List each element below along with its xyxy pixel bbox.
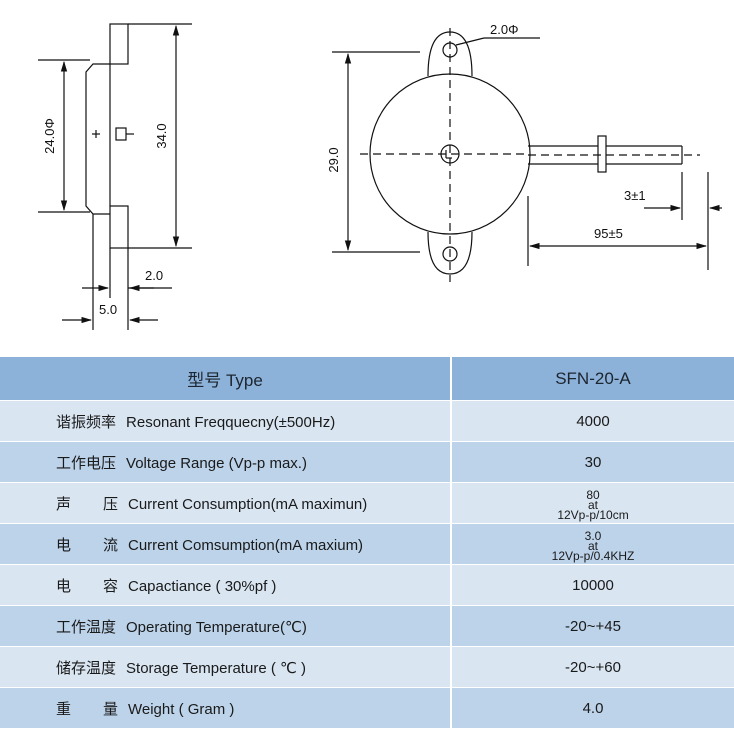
side-view: [38, 23, 192, 330]
front-view: [332, 28, 722, 282]
row-label-cn-a: 电: [56, 536, 72, 554]
side-dim-total-label: 34.0: [154, 123, 169, 148]
row-label-cn-b: 量: [102, 700, 118, 718]
row-value: 30: [451, 441, 734, 483]
row-label-cn-a: 重: [56, 700, 72, 718]
technical-drawing: 24.0Φ 34.0 2.0 5.0: [38, 22, 722, 330]
front-dim-hole-label: 2.0Φ: [490, 22, 518, 37]
row-label-en: Current Consumption(mA maximun): [128, 495, 368, 513]
row-value-mid: at: [587, 539, 598, 553]
row-label-en: Operating Temperature(℃): [126, 618, 307, 636]
table-header-row: 型号 Type SFN-20-A: [0, 357, 734, 401]
front-dim-strip-label: 3±1: [624, 188, 646, 203]
row-value-top: 80: [586, 488, 600, 502]
row-value: 3.0 at 12Vp-p/0.4KHZ: [451, 523, 734, 565]
side-dim-height-label: 24.0Φ: [42, 118, 57, 154]
row-label-cn: 电流: [56, 534, 118, 555]
header-type: 型号 Type: [0, 357, 452, 401]
front-dim-body-label: 29.0: [326, 147, 341, 172]
row-label-cn-a: 声: [56, 495, 72, 513]
row-label-cn-b: 流: [102, 536, 118, 554]
row-value: -20~+60: [451, 646, 734, 688]
row-label-en: Weight ( Gram ): [128, 700, 235, 718]
row-label-cn: 工作温度: [56, 618, 117, 636]
row-value-mid: at: [587, 498, 598, 512]
header-model: SFN-20-A: [451, 357, 734, 401]
row-value: 10000: [451, 564, 734, 606]
row-label-en: Resonant Freqquecny(±500Hz): [126, 413, 336, 431]
table-row: 工作电压 Voltage Range (Vp-p max.) 30: [0, 441, 734, 483]
row-label-en: Voltage Range (Vp-p max.): [126, 454, 307, 472]
row-value: 4.0: [451, 687, 734, 729]
row-label-cn: 储存温度: [56, 659, 117, 677]
row-label-en: Capactiance ( 30%pf ): [128, 577, 277, 595]
header-type-cn: 型号: [187, 371, 222, 390]
row-label-cn: 重量: [56, 698, 118, 719]
row-label-cn: 工作电压: [56, 454, 117, 472]
row-value: -20~+45: [451, 605, 734, 647]
table-row: 工作温度 Operating Temperature(℃) -20~+45: [0, 605, 734, 647]
row-label-en: Storage Temperature ( ℃ ): [126, 659, 306, 677]
row-label-cn-b: 压: [102, 495, 118, 513]
table-row: 储存温度 Storage Temperature ( ℃ ) -20~+60: [0, 646, 734, 688]
side-dim-pin-label: 2.0: [145, 268, 163, 283]
row-value-bottom: 12Vp-p/10cm: [557, 508, 629, 522]
row-value: 4000: [451, 400, 734, 442]
header-type-en: Type: [225, 371, 263, 390]
row-label-en: Current Comsumption(mA maxium): [128, 536, 364, 554]
row-label-cn: 声压: [56, 493, 118, 514]
row-label-cn: 电容: [56, 575, 118, 596]
spec-table: 型号 Type SFN-20-A 谐振频率 Resonant Freqquecny…: [0, 357, 734, 729]
table-row: 谐振频率 Resonant Freqquecny(±500Hz) 4000: [0, 400, 734, 442]
row-label-cn-a: 电: [56, 577, 72, 595]
row-label-cn-b: 容: [102, 577, 118, 595]
row-value-top: 3.0: [584, 529, 602, 543]
row-value: 80 at 12Vp-p/10cm: [451, 482, 734, 524]
side-dim-width-label: 5.0: [99, 302, 117, 317]
front-dim-wire-label: 95±5: [594, 226, 623, 241]
row-label-cn: 谐振频率: [56, 413, 117, 431]
row-value-bottom: 12Vp-p/0.4KHZ: [551, 549, 635, 563]
